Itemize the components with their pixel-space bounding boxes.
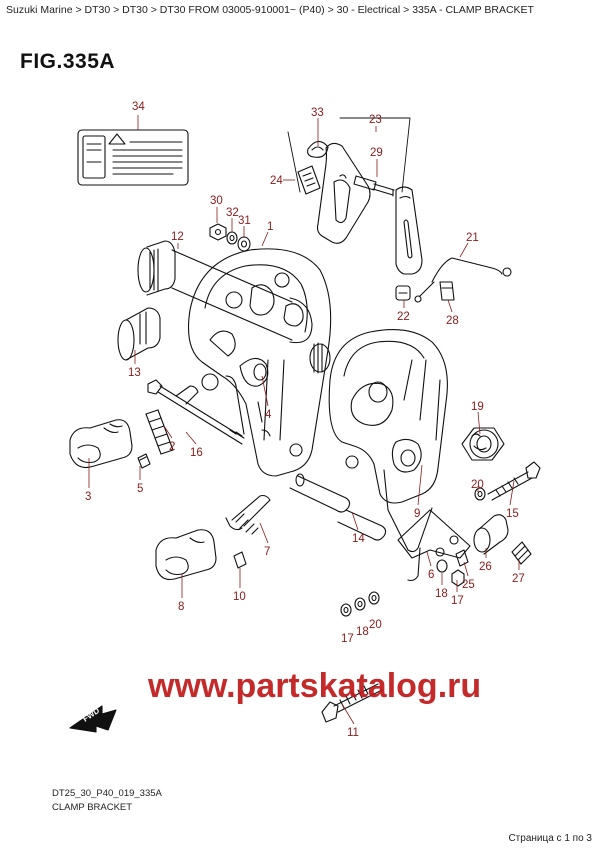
callout-3[interactable]: 3: [85, 491, 91, 503]
watermark-text: www.partskatalog.ru: [147, 667, 481, 705]
nut-17-part: [451, 569, 465, 587]
callout-16[interactable]: 16: [190, 447, 203, 459]
spring-7-part: [225, 494, 271, 535]
washer-18-part: [436, 559, 448, 573]
callout-19[interactable]: 19: [471, 401, 484, 413]
washer-20-part: [474, 487, 486, 501]
pin-5-part: [137, 453, 151, 469]
page-indicator: Страница с 1 по 3: [508, 833, 592, 844]
callout-28[interactable]: 28: [446, 315, 459, 327]
callout-17[interactable]: 17: [451, 595, 464, 607]
nut-30-part: [209, 223, 227, 241]
diagram-code: DT25_30_P40_019_335A: [52, 788, 162, 799]
callout-1[interactable]: 1: [267, 221, 273, 233]
warning-label-part: [77, 129, 189, 186]
pin-10-part: [233, 551, 247, 569]
breadcrumb[interactable]: Suzuki Marine > DT30 > DT30 > DT30 FROM …: [6, 4, 534, 16]
strap-bracket-part: [395, 186, 423, 275]
callout-10[interactable]: 10: [233, 591, 246, 603]
callout-4[interactable]: 4: [265, 409, 272, 421]
washer-set-part: [340, 591, 380, 617]
spring-27-part: [511, 541, 532, 565]
callout-31[interactable]: 31: [238, 215, 251, 227]
callout-14[interactable]: 14: [352, 533, 365, 545]
washer-32-part: [226, 231, 238, 245]
callout-9[interactable]: 9: [414, 508, 420, 520]
callout-29[interactable]: 29: [370, 147, 383, 159]
callout-23[interactable]: 23: [369, 114, 382, 126]
callout-20[interactable]: 20: [471, 479, 484, 491]
bushing-26-part: [473, 514, 509, 555]
callout-22[interactable]: 22: [397, 311, 410, 323]
callout-24[interactable]: 24: [270, 175, 283, 187]
bolt-16-part: [147, 379, 245, 445]
callout-15[interactable]: 15: [506, 508, 519, 520]
callout-17-lower[interactable]: 17: [341, 633, 354, 645]
clamp-bracket-right-part: [328, 329, 448, 553]
callout-32[interactable]: 32: [226, 207, 239, 219]
screw-22-part: [395, 285, 411, 301]
clamp-handle-3-part: [69, 419, 133, 469]
bracket-plate-part: [316, 142, 371, 244]
callout-27[interactable]: 27: [512, 573, 525, 585]
callout-20-lower[interactable]: 20: [369, 619, 382, 631]
fwd-arrow-icon: [69, 705, 117, 733]
callout-26[interactable]: 26: [479, 561, 492, 573]
callout-6[interactable]: 6: [428, 569, 434, 581]
clamp-handle-8-part: [155, 529, 217, 581]
callout-33[interactable]: 33: [311, 107, 324, 119]
callout-8[interactable]: 8: [178, 601, 184, 613]
callout-13[interactable]: 13: [128, 367, 141, 379]
callout-labels: 34 33 23 29 24 30 32 31 1 12 21 22 28 13…: [85, 101, 525, 739]
washer-25-part: [455, 549, 469, 567]
bolt-29-part: [353, 175, 395, 197]
clamp-bracket-left-part: [187, 248, 332, 477]
tilt-tube-part: [137, 240, 331, 374]
ground-wire-part: [414, 257, 512, 303]
washer-31-part: [237, 236, 251, 252]
callout-7[interactable]: 7: [264, 546, 270, 558]
callout-11[interactable]: 11: [347, 727, 359, 739]
leader-lines: [88, 115, 520, 725]
callout-5[interactable]: 5: [137, 483, 143, 495]
callout-25[interactable]: 25: [462, 579, 475, 591]
bolt-15-part: [487, 461, 541, 501]
nut-19-part: [461, 427, 505, 461]
callout-30[interactable]: 30: [210, 195, 223, 207]
figure-title: FIG.335A: [20, 50, 116, 73]
callout-21[interactable]: 21: [466, 232, 479, 244]
bolt-28-part: [439, 281, 455, 301]
callout-18[interactable]: 18: [435, 588, 448, 600]
grommet-part: [297, 165, 321, 195]
pin-14-part: [289, 473, 387, 541]
diagram-caption: CLAMP BRACKET: [52, 802, 133, 813]
callout-18-lower[interactable]: 18: [356, 626, 369, 638]
plate-6-part: [397, 509, 471, 582]
spring-2-part: [145, 385, 199, 455]
callout-12[interactable]: 12: [171, 231, 184, 243]
callout-34[interactable]: 34: [132, 101, 145, 113]
callout-2[interactable]: 2: [169, 441, 175, 453]
bushing-13-part: [117, 307, 161, 361]
